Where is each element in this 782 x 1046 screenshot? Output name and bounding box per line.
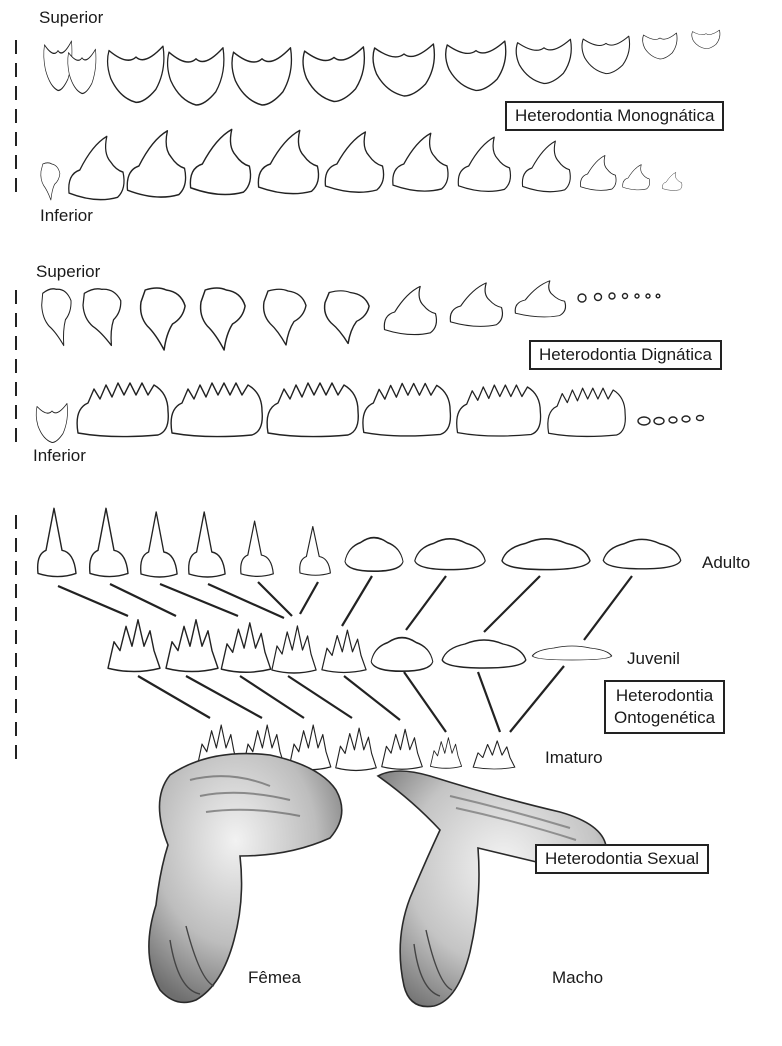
stage-label-adult: Adulto	[702, 553, 750, 573]
ontogenetica-title-box: Heterodontia Ontogenética	[604, 680, 725, 734]
ontogenetica-juvenile-teeth	[108, 620, 612, 673]
dignatica-upper-label: Superior	[36, 262, 100, 282]
dignatica-title-box: Heterodontia Dignática	[529, 340, 722, 370]
dignatica-lower-teeth	[36, 383, 703, 443]
monognatica-title-box: Heterodontia Monognática	[505, 101, 724, 131]
ontogenetica-title-line1: Heterodontia	[614, 685, 715, 707]
stage-label-immature: Imaturo	[545, 748, 603, 768]
monognatica-upper-teeth	[44, 30, 720, 105]
stage-label-juvenile: Juvenil	[627, 649, 680, 669]
sexual-title-box: Heterodontia Sexual	[535, 844, 709, 874]
monognatica-upper-label: Superior	[39, 8, 103, 28]
female-tooth-illustration	[149, 754, 342, 1003]
ontogenetica-title-line2: Ontogenética	[614, 707, 715, 729]
male-label: Macho	[552, 968, 603, 988]
ontogenetica-adult-teeth	[38, 508, 681, 577]
monognatica-lower-teeth	[41, 129, 682, 200]
dignatica-lower-label: Inferior	[33, 446, 86, 466]
monognatica-lower-label: Inferior	[40, 206, 93, 226]
female-label: Fêmea	[248, 968, 301, 988]
